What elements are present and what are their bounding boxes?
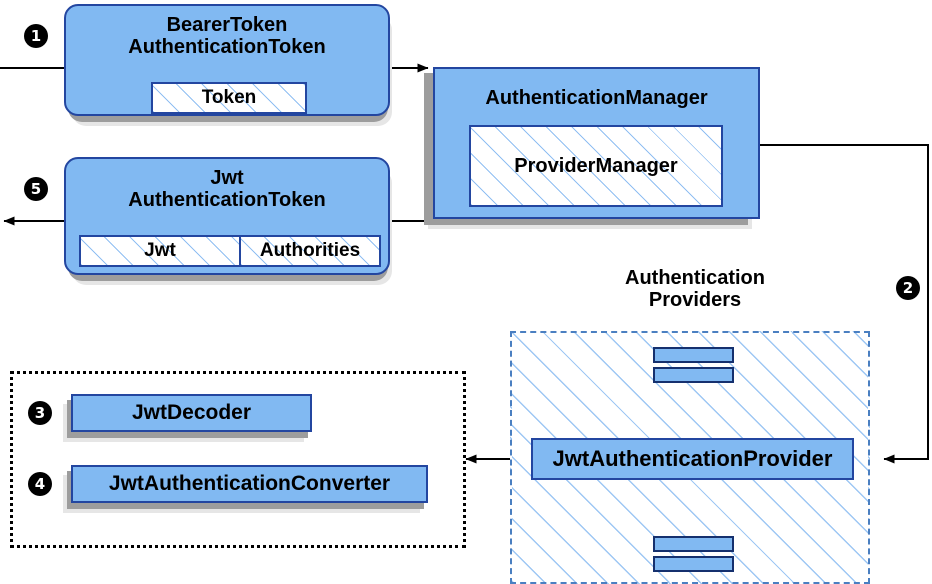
node-jwt-decoder-title: JwtDecoder <box>131 401 252 425</box>
node-jwt-authentication-converter-title: JwtAuthenticationConverter <box>108 472 391 496</box>
slot-token: Token <box>151 82 307 114</box>
provider-bar-bottom-1 <box>653 536 734 552</box>
node-jwt-decoder[interactable]: JwtDecoder <box>71 394 312 432</box>
slot-authorities-label: Authorities <box>259 240 361 261</box>
badge-step-1: 1 <box>24 24 48 48</box>
node-authentication-manager[interactable]: AuthenticationManager ProviderManager <box>433 67 760 219</box>
badge-step-4: 4 <box>28 472 52 496</box>
slot-jwt: Jwt <box>79 235 241 267</box>
slot-provider-manager-label: ProviderManager <box>514 154 678 177</box>
slot-provider-manager: ProviderManager <box>469 125 723 207</box>
badge-step-5: 5 <box>24 177 48 201</box>
node-bearer-token-title: BearerToken AuthenticationToken <box>128 14 326 59</box>
node-jwt-authentication-provider[interactable]: JwtAuthenticationProvider <box>531 438 854 480</box>
node-jwt-authentication-token[interactable]: Jwt AuthenticationToken Jwt Authorities <box>64 157 390 275</box>
badge-step-3: 3 <box>28 401 52 425</box>
provider-bar-top-1 <box>653 347 734 363</box>
bean-group-container <box>10 371 466 548</box>
badge-step-2: 2 <box>896 276 920 300</box>
slot-authorities: Authorities <box>239 235 381 267</box>
node-authentication-manager-title: AuthenticationManager <box>485 87 708 109</box>
node-jwt-token-title: Jwt AuthenticationToken <box>128 167 326 212</box>
provider-bar-bottom-2 <box>653 556 734 572</box>
provider-bar-top-2 <box>653 367 734 383</box>
authentication-providers-label: Authentication Providers <box>625 267 765 312</box>
slot-jwt-label: Jwt <box>144 240 176 261</box>
node-jwt-authentication-provider-title: JwtAuthenticationProvider <box>552 445 833 471</box>
node-jwt-authentication-converter[interactable]: JwtAuthenticationConverter <box>71 465 428 503</box>
slot-token-label: Token <box>201 87 257 108</box>
node-bearer-token-authentication-token[interactable]: BearerToken AuthenticationToken Token <box>64 4 390 116</box>
